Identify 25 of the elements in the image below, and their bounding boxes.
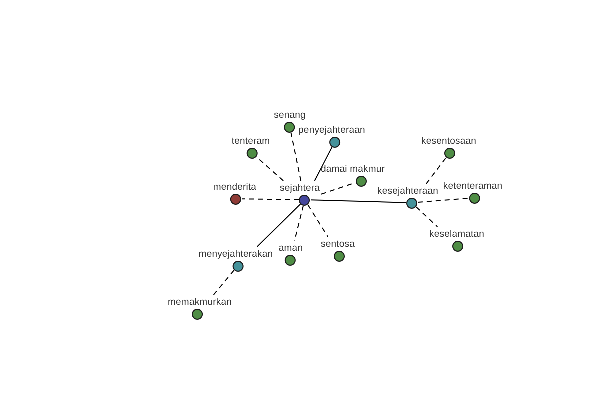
node-label: damai makmur bbox=[320, 164, 386, 174]
node-label: sejahtera bbox=[280, 182, 320, 194]
node-label: menderita bbox=[213, 182, 257, 192]
node-label: senang bbox=[274, 110, 306, 120]
node-label: memakmurkan bbox=[168, 296, 232, 308]
dashed-connector-line bbox=[213, 270, 235, 296]
dashed-connector-line bbox=[294, 205, 304, 242]
dashed-connector-line bbox=[308, 204, 329, 238]
dashed-connector-line bbox=[416, 206, 438, 228]
node-label: sentosa bbox=[321, 238, 355, 250]
connector-line bbox=[256, 204, 302, 248]
connector-line bbox=[310, 200, 406, 204]
node-label: penyejahteraan bbox=[298, 124, 366, 136]
node-label: aman bbox=[278, 242, 304, 254]
node-label: tenteram bbox=[232, 136, 270, 146]
connector-line bbox=[314, 146, 333, 182]
node-label: kesejahteraan bbox=[378, 186, 438, 196]
node-label: ketenteraman bbox=[443, 180, 503, 192]
dashed-connector-line bbox=[417, 198, 470, 204]
node-label: keselamatan bbox=[430, 228, 484, 240]
dashed-connector-line bbox=[242, 198, 300, 200]
node-label: menyejahterakan bbox=[198, 248, 274, 260]
dashed-connector-line bbox=[426, 157, 447, 184]
dashed-connector-line bbox=[290, 132, 302, 182]
node-label: kesentosaan bbox=[422, 136, 476, 146]
